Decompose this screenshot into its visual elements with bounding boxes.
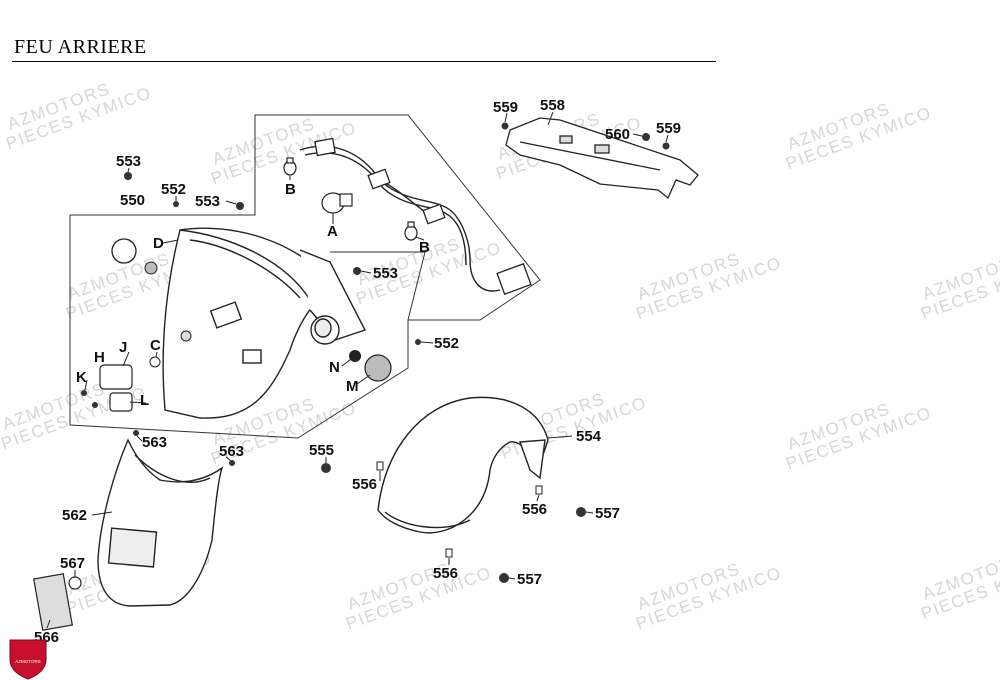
watermark: AZMOTORS PIECES KYMICO: [354, 234, 505, 308]
callout-559: 559: [656, 120, 681, 137]
callout-K: K: [76, 369, 87, 386]
callout-B: B: [285, 181, 296, 198]
bolt-557-icon: [499, 573, 509, 583]
screw-563-icon: [229, 460, 235, 466]
nut-icon: [144, 261, 158, 275]
callout-B: B: [419, 239, 430, 256]
callout-N: N: [329, 359, 340, 376]
tail-light-housing: [162, 227, 366, 419]
screw-553-icon: [236, 202, 244, 210]
callout-553: 553: [116, 153, 141, 170]
page-title: FEU ARRIERE: [14, 36, 147, 58]
callout-M: M: [346, 378, 359, 395]
clip-556-icon: [445, 548, 453, 558]
bulb-A-icon: [321, 192, 353, 214]
watermark: AZMOTORS PIECES KYMICO: [784, 399, 935, 473]
grommet-D-icon: [111, 238, 137, 264]
screw-553-icon: [124, 172, 132, 180]
nut-560-icon: [642, 133, 650, 141]
callout-553: 553: [373, 265, 398, 282]
screw-K-icon: [81, 390, 87, 396]
watermark: AZMOTORS PIECES KYMICO: [4, 79, 155, 153]
harness-group-outline: [330, 251, 426, 321]
nut-567-icon: [68, 576, 82, 590]
screw-563-icon: [133, 430, 139, 436]
callout-552: 552: [434, 335, 459, 352]
clip-556-icon: [535, 485, 543, 495]
callout-labels: 559 558 560 559 553 552 550 553 B A B D …: [34, 97, 681, 646]
callout-563: 563: [142, 434, 167, 451]
rear-fender-562: [97, 438, 224, 607]
callout-554: 554: [576, 428, 602, 445]
license-light-H: [99, 364, 133, 412]
svg-text:AZMOTORS: AZMOTORS: [15, 659, 40, 664]
watermark: AZMOTORS PIECES KYMICO: [919, 249, 1000, 323]
callout-567: 567: [60, 555, 85, 572]
callout-555: 555: [309, 442, 334, 459]
callout-J: J: [119, 339, 127, 356]
callout-562: 562: [62, 507, 87, 524]
screw-552-icon: [173, 201, 179, 207]
callout-557: 557: [595, 505, 620, 522]
callout-563: 563: [219, 443, 244, 460]
screw-559-icon: [662, 142, 670, 150]
screw-553-icon: [353, 267, 361, 275]
bulb-B-icon: [404, 221, 418, 241]
azmotors-logo: AZMOTORS: [9, 639, 47, 680]
mudguard-554: [377, 396, 549, 534]
watermark: AZMOTORS PIECES KYMICO: [344, 559, 495, 633]
clip-556-icon: [376, 461, 384, 471]
callout-559: 559: [493, 99, 518, 116]
callout-H: H: [94, 349, 105, 366]
callout-A: A: [327, 223, 338, 240]
callout-556: 556: [522, 501, 547, 518]
watermark: AZMOTORS PIECES KYMICO: [919, 549, 1000, 623]
callout-558: 558: [540, 97, 565, 114]
screw-icon: [92, 402, 98, 408]
harness-connector: [314, 137, 532, 295]
callout-550: 550: [120, 192, 145, 209]
callout-553: 553: [195, 193, 220, 210]
screw-559-icon: [501, 122, 509, 130]
socket-icon: [180, 330, 192, 342]
watermark: AZMOTORS PIECES KYMICO: [634, 559, 785, 633]
callout-557: 557: [517, 571, 542, 588]
watermark: AZMOTORS PIECES KYMICO: [784, 99, 935, 173]
callout-D: D: [153, 235, 164, 252]
reflector-M-icon: [364, 354, 392, 382]
watermark: AZMOTORS PIECES KYMICO: [209, 114, 360, 188]
callout-L: L: [140, 392, 149, 409]
leader-lines: [46, 111, 669, 629]
callout-560: 560: [605, 126, 630, 143]
reflector-566: [33, 573, 73, 631]
bolt-557-icon: [576, 507, 586, 517]
callout-556: 556: [352, 476, 377, 493]
watermark: AZMOTORS PIECES KYMICO: [634, 249, 785, 323]
bolt-555-icon: [321, 463, 331, 473]
bracket-558: [505, 117, 699, 200]
assembly-550-outline: [69, 114, 541, 439]
washer-C-icon: [149, 356, 161, 368]
callout-C: C: [150, 337, 161, 354]
nut-N-icon: [349, 350, 361, 362]
callout-556: 556: [433, 565, 458, 582]
callout-552: 552: [161, 181, 186, 198]
title-underline: [12, 61, 716, 62]
screw-552-icon: [415, 339, 421, 345]
bulb-B-icon: [283, 157, 297, 176]
